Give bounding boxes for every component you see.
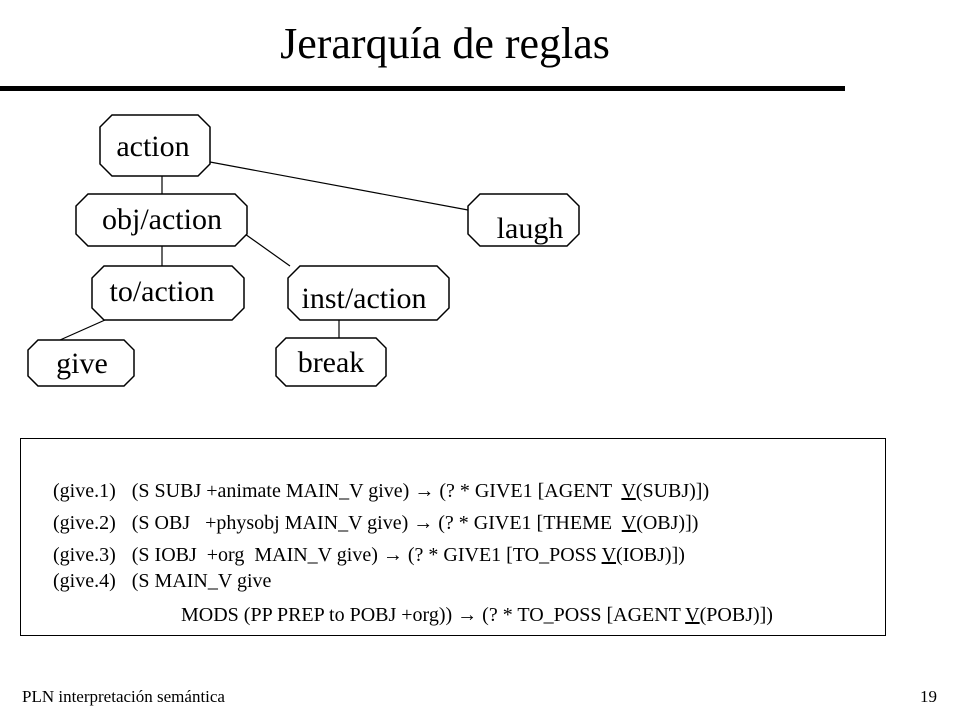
rule-v: V bbox=[601, 544, 617, 566]
arrow-icon: → bbox=[414, 480, 435, 502]
rule-id: (give.1) bbox=[53, 480, 116, 502]
rule-rhs: (? * GIVE1 [AGENT bbox=[434, 480, 622, 502]
node-to-action-label: to/action bbox=[110, 275, 215, 308]
node-to-action: to/action bbox=[91, 265, 245, 321]
node-laugh-label: laugh bbox=[497, 212, 564, 245]
node-laugh: laugh bbox=[467, 193, 580, 247]
node-action: action bbox=[99, 114, 211, 177]
arrow-icon: → bbox=[457, 604, 478, 626]
node-give: give bbox=[27, 339, 135, 387]
rule-line: (give.1)(S SUBJ +animate MAIN_V give) → … bbox=[33, 455, 709, 527]
rule-v: V bbox=[621, 480, 636, 502]
rule-lhs: (S SUBJ +animate MAIN_V give) bbox=[131, 480, 415, 502]
rule-lhs: (S IOBJ +org MAIN_V give) bbox=[131, 544, 383, 566]
slide-title: Jerarquía de reglas bbox=[280, 19, 610, 68]
rule-line: (give.2) (S OBJ +physobj MAIN_V give) → (… bbox=[33, 487, 698, 559]
node-break-label: break bbox=[298, 346, 365, 379]
rule-line: (give.3) (S IOBJ +org MAIN_V give) → (? *… bbox=[33, 519, 685, 591]
edge-to-action-give bbox=[59, 319, 106, 341]
rule-rhs: (? * GIVE1 [TO_POSS bbox=[402, 544, 602, 566]
rule-hierarchy-diagram: action obj/action laugh to/action inst/a… bbox=[27, 114, 580, 387]
rule-v: V bbox=[621, 512, 637, 534]
rule-id: (give.2) bbox=[53, 512, 116, 534]
rule-id: (give.4) bbox=[53, 570, 116, 592]
node-break: break bbox=[275, 337, 387, 387]
title-underline bbox=[0, 86, 845, 91]
node-inst-action: inst/action bbox=[287, 265, 450, 321]
rule-rhs-tail: (OBJ)]) bbox=[636, 512, 699, 534]
node-inst-action-label: inst/action bbox=[302, 282, 427, 315]
node-give-label: give bbox=[56, 347, 108, 380]
rule-rhs: (? * GIVE1 [THEME bbox=[433, 512, 622, 534]
rule-line-continuation: MODS (PP PREP to POBJ +org)) → (? * TO_P… bbox=[161, 579, 773, 651]
edge-action-laugh bbox=[209, 161, 469, 211]
rule-v: V bbox=[685, 604, 700, 626]
rules-box: (give.1)(S SUBJ +animate MAIN_V give) → … bbox=[20, 438, 886, 636]
rule-rhs-tail: (POBJ)]) bbox=[699, 604, 773, 626]
rule-lhs: (S MAIN_V give bbox=[131, 570, 272, 592]
node-obj-action: obj/action bbox=[75, 193, 248, 247]
rule-lhs: MODS (PP PREP to POBJ +org)) bbox=[181, 604, 458, 626]
node-action-label: action bbox=[116, 130, 189, 163]
node-obj-action-label: obj/action bbox=[102, 203, 222, 236]
rule-rhs: (? * TO_POSS [AGENT bbox=[477, 604, 686, 626]
rule-line: (give.4) (S MAIN_V give bbox=[33, 545, 271, 617]
rule-id: (give.3) bbox=[53, 544, 116, 566]
rule-rhs-tail: (SUBJ)]) bbox=[635, 480, 710, 502]
arrow-icon: → bbox=[382, 544, 403, 566]
edge-obj-action-inst-action bbox=[244, 233, 291, 267]
footer-course: PLN interpretación semántica bbox=[22, 687, 225, 706]
arrow-icon: → bbox=[413, 512, 434, 534]
rule-rhs-tail: (IOBJ)]) bbox=[616, 544, 685, 566]
rule-lhs: (S OBJ +physobj MAIN_V give) bbox=[131, 512, 414, 534]
page-number: 19 bbox=[920, 687, 937, 706]
